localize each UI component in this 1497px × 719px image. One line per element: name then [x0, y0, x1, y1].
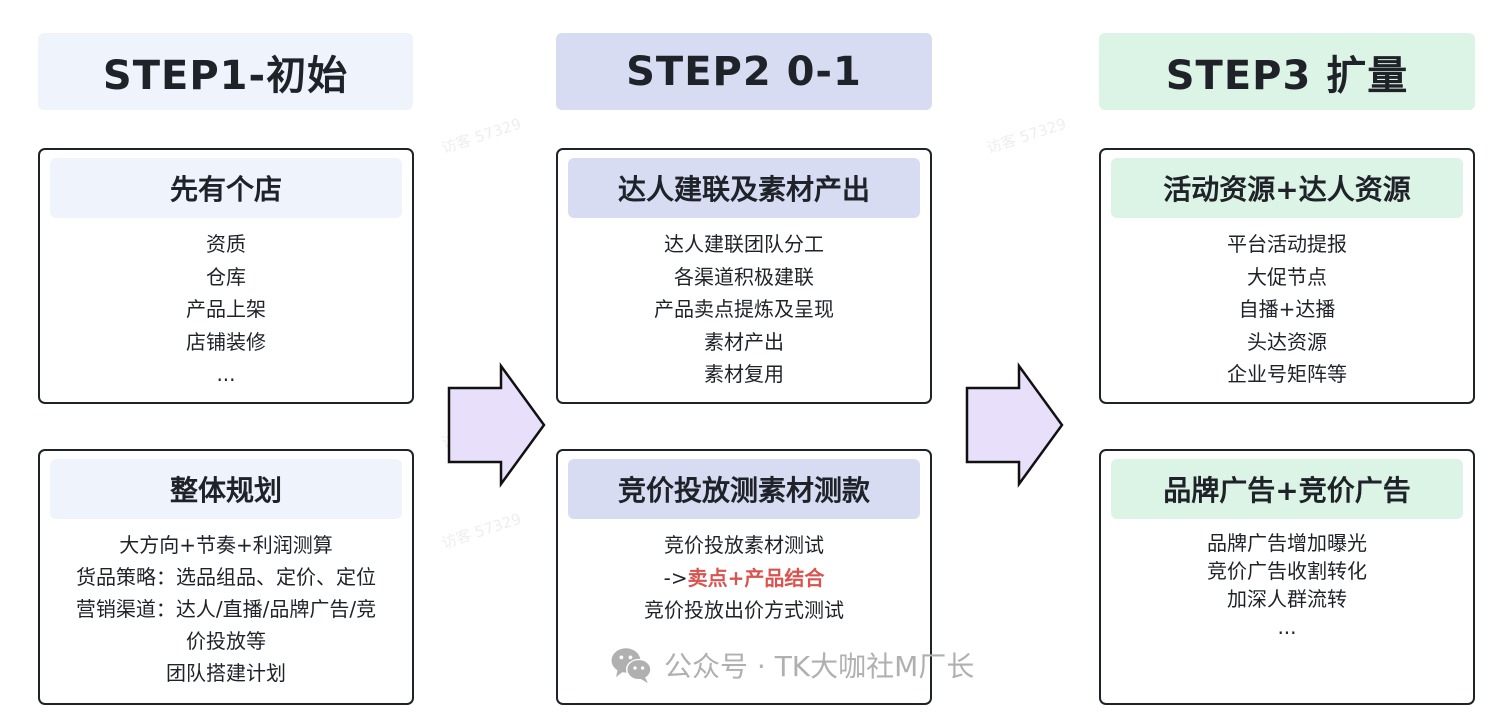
card-line: 店铺装修: [186, 329, 266, 354]
step3-header: STEP3 扩量: [1099, 33, 1475, 110]
card-line: 加深人群流转: [1227, 587, 1347, 611]
right-arrow-icon: [965, 362, 1064, 488]
arrow-prefix: ->: [663, 565, 688, 590]
card-line: 竞价投放出价方式测试: [644, 598, 844, 622]
card-line: 大方向+节奏+利润测算: [119, 533, 333, 557]
card-line: 团队搭建计划: [166, 661, 286, 685]
card-body: 资质 仓库 产品上架 店铺装修 ...: [46, 228, 406, 391]
card-line: 自播+达播: [1238, 297, 1336, 321]
card-line: 竞价投放素材测试: [664, 533, 824, 557]
card-line: 营销渠道：达人/直播/品牌广告/竞: [75, 597, 377, 621]
card-line: ...: [1277, 615, 1297, 639]
card-line: 各渠道积极建联: [674, 264, 814, 289]
footer-text: 公众号 · TK大咖社M厂长: [664, 650, 975, 683]
card-title: 整体规划: [50, 459, 402, 519]
card-line: 达人建联团队分工: [664, 232, 824, 256]
card-line-highlight: ->卖点+产品结合: [564, 562, 924, 595]
card-title: 活动资源+达人资源: [1111, 158, 1463, 218]
card-line: 资质: [206, 232, 246, 256]
card-line: 品牌广告增加曝光: [1207, 531, 1367, 555]
card-line: 产品上架: [186, 297, 266, 321]
card-title: 达人建联及素材产出: [568, 158, 920, 218]
footer-watermark: 公众号 · TK大咖社M厂长: [610, 640, 974, 690]
card-line: 素材产出: [704, 329, 784, 354]
card-body: 达人建联团队分工 各渠道积极建联 产品卖点提炼及呈现 素材产出 素材复用: [564, 228, 924, 391]
card-line: 头达资源: [1247, 329, 1327, 354]
card-line: 素材复用: [704, 362, 784, 386]
card-body: 平台活动提报 大促节点 自播+达播 头达资源 企业号矩阵等: [1107, 228, 1467, 391]
card-line: 仓库: [206, 264, 246, 289]
card-line: 货品策略：选品组品、定价、定位: [76, 565, 376, 589]
card-line: 企业号矩阵等: [1227, 362, 1347, 386]
card-body: 竞价投放素材测试 ->卖点+产品结合 竞价投放出价方式测试: [564, 529, 924, 627]
card-influencer-content: 达人建联及素材产出 达人建联团队分工 各渠道积极建联 产品卖点提炼及呈现 素材产…: [556, 148, 932, 404]
card-body: 品牌广告增加曝光 竞价广告收割转化 加深人群流转 ...: [1107, 529, 1467, 641]
watermark: 访客 57329: [439, 114, 524, 158]
card-line: 竞价广告收割转化: [1207, 559, 1367, 583]
watermark: 访客 57329: [439, 509, 524, 553]
card-title: 竞价投放测素材测款: [568, 459, 920, 519]
right-arrow-icon: [447, 362, 546, 488]
card-brand-bidding-ads: 品牌广告+竞价广告 品牌广告增加曝光 竞价广告收割转化 加深人群流转 ...: [1099, 449, 1475, 705]
wechat-icon: [611, 648, 652, 684]
card-title: 品牌广告+竞价广告: [1111, 459, 1463, 519]
card-title: 先有个店: [50, 158, 402, 218]
card-body: 大方向+节奏+利润测算 货品策略：选品组品、定价、定位 营销渠道：达人/直播/品…: [42, 529, 410, 689]
card-line: 平台活动提报: [1227, 232, 1347, 256]
card-overall-planning: 整体规划 大方向+节奏+利润测算 货品策略：选品组品、定价、定位 营销渠道：达人…: [38, 449, 414, 705]
card-line: 价投放等: [186, 629, 266, 653]
step2-header: STEP2 0-1: [556, 33, 932, 110]
step1-header: STEP1-初始: [38, 33, 413, 110]
card-activity-resources: 活动资源+达人资源 平台活动提报 大促节点 自播+达播 头达资源 企业号矩阵等: [1099, 148, 1475, 404]
card-shop-setup: 先有个店 资质 仓库 产品上架 店铺装修 ...: [38, 148, 414, 404]
card-line: 产品卖点提炼及呈现: [654, 297, 834, 321]
watermark: 访客 57329: [984, 114, 1069, 158]
highlight-text: 卖点+产品结合: [687, 565, 825, 590]
card-line: 大促节点: [1247, 264, 1327, 289]
card-line: ...: [216, 362, 236, 386]
